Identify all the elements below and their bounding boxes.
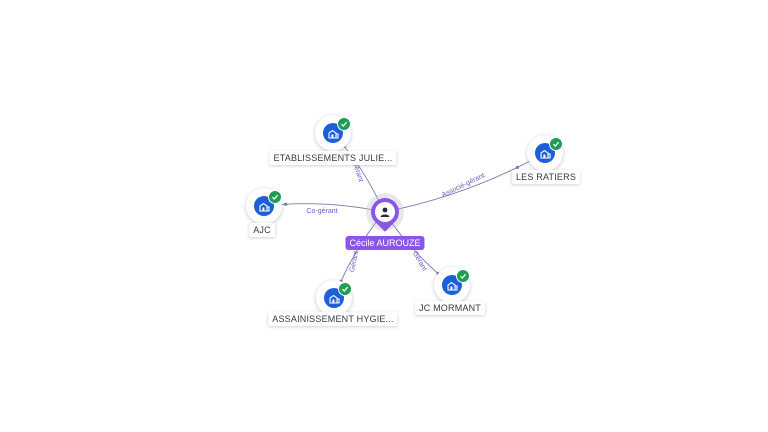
relation-arrow-ratiers bbox=[515, 165, 520, 170]
company-label-etablissements[interactable]: ETABLISSEMENTS JULIE... bbox=[269, 151, 397, 165]
company-label-jc-mormant[interactable]: JC MORMANT bbox=[415, 301, 485, 315]
verified-check-icon bbox=[456, 269, 470, 283]
company-node-assainissement[interactable] bbox=[316, 280, 356, 320]
company-node-ajc[interactable] bbox=[246, 188, 286, 228]
person-icon bbox=[375, 202, 395, 222]
relation-edge-ratiers bbox=[383, 152, 546, 213]
verified-check-icon bbox=[268, 190, 282, 204]
relation-label-ajc: Co-gérant bbox=[306, 208, 337, 215]
company-node-les-ratiers[interactable] bbox=[527, 135, 567, 175]
relation-label-ratiers: Associé-gérant bbox=[441, 172, 486, 199]
company-node-etablissements[interactable] bbox=[315, 115, 355, 155]
company-node-jc-mormant[interactable] bbox=[434, 267, 474, 307]
company-label-les-ratiers[interactable]: LES RATIERS bbox=[511, 170, 581, 184]
relation-arrow-ajc bbox=[284, 202, 288, 206]
relation-label-assain: Gérant bbox=[349, 250, 360, 272]
company-label-assainissement[interactable]: ASSAINISSEMENT HYGIE... bbox=[268, 312, 398, 326]
verified-check-icon bbox=[549, 137, 563, 151]
person-name-label[interactable]: Cécile AUROUZE bbox=[345, 236, 425, 250]
company-label-ajc[interactable]: AJC bbox=[249, 223, 275, 237]
verified-check-icon bbox=[338, 282, 352, 296]
verified-check-icon bbox=[337, 117, 351, 131]
person-node[interactable] bbox=[365, 192, 405, 232]
